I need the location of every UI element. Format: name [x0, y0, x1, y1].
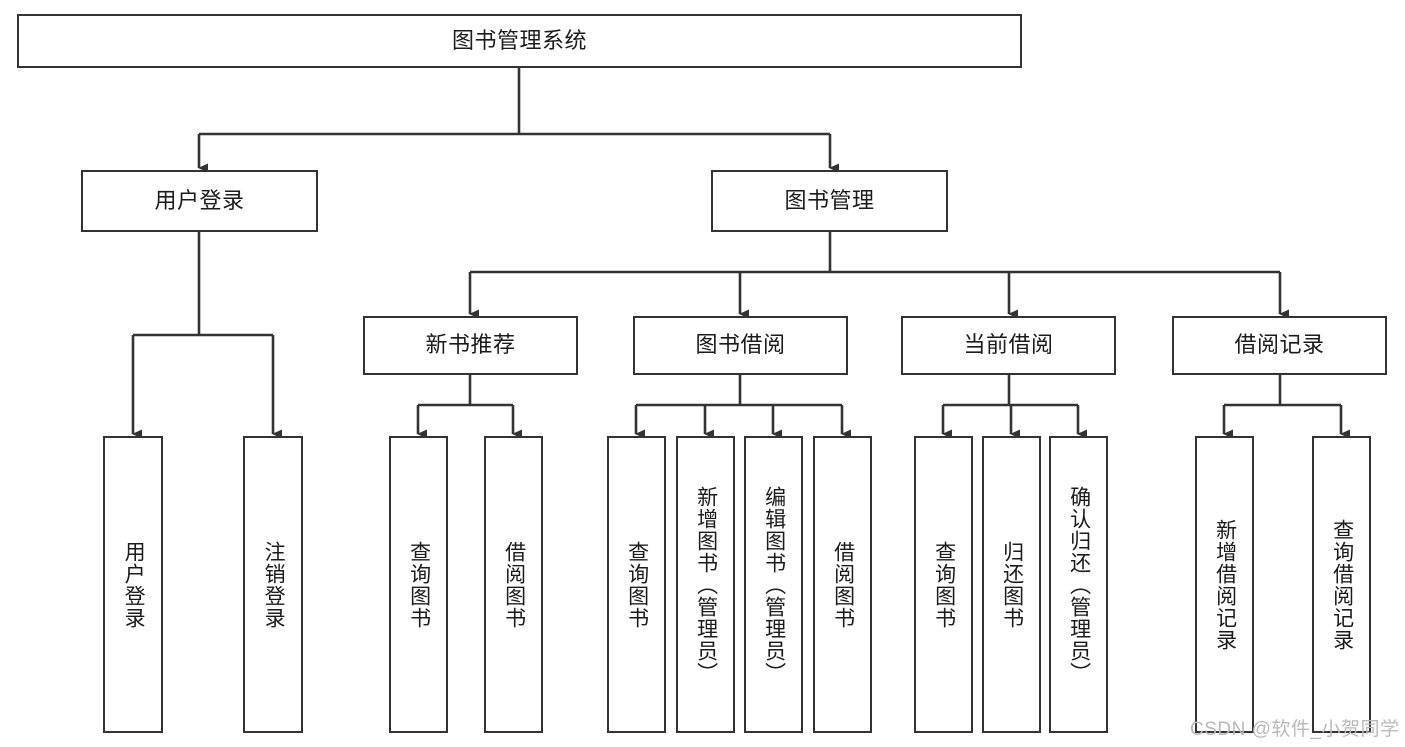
node-leaf-add-record[interactable]: 新增借阅记录 [1195, 436, 1254, 733]
node-leaf-add-book[interactable]: 新增图书（管理员） [676, 436, 735, 733]
node-leaf-logout[interactable]: 注销登录 [243, 436, 303, 733]
node-leaf-query-book-1-label: 查询图书 [407, 540, 431, 629]
node-book-borrow-label: 图书借阅 [695, 332, 786, 358]
node-user-login-label: 用户登录 [154, 187, 245, 213]
node-current-borrow[interactable]: 当前借阅 [901, 316, 1116, 375]
node-leaf-logout-label: 注销登录 [262, 540, 286, 629]
node-root[interactable]: 图书管理系统 [17, 14, 1022, 68]
node-book-manage-label: 图书管理 [784, 187, 875, 213]
node-leaf-query-book-3-label: 查询图书 [932, 540, 956, 629]
node-leaf-confirm-return-label: 确认归还（管理员） [1067, 485, 1091, 684]
node-leaf-query-record[interactable]: 查询借阅记录 [1312, 436, 1371, 733]
node-leaf-edit-book-label: 编辑图书（管理员） [762, 485, 786, 684]
node-leaf-query-book-2[interactable]: 查询图书 [607, 436, 666, 733]
node-book-manage[interactable]: 图书管理 [711, 170, 948, 232]
node-user-login[interactable]: 用户登录 [81, 170, 318, 232]
node-leaf-query-book-2-label: 查询图书 [625, 540, 649, 629]
node-leaf-borrow-book-2[interactable]: 借阅图书 [813, 436, 872, 733]
node-leaf-query-book-1[interactable]: 查询图书 [389, 436, 448, 733]
node-leaf-borrow-book-1-label: 借阅图书 [502, 540, 526, 629]
node-root-label: 图书管理系统 [451, 27, 587, 53]
node-leaf-confirm-return[interactable]: 确认归还（管理员） [1049, 436, 1108, 733]
node-leaf-query-record-label: 查询借阅记录 [1330, 518, 1354, 651]
node-current-borrow-label: 当前借阅 [963, 332, 1054, 358]
node-leaf-add-record-label: 新增借阅记录 [1213, 518, 1237, 651]
node-leaf-user-login-label: 用户登录 [122, 540, 146, 629]
node-leaf-return-book-label: 归还图书 [1000, 540, 1024, 629]
node-borrow-record[interactable]: 借阅记录 [1172, 316, 1387, 375]
node-leaf-borrow-book-2-label: 借阅图书 [831, 540, 855, 629]
node-borrow-record-label: 借阅记录 [1234, 332, 1325, 358]
node-leaf-query-book-3[interactable]: 查询图书 [914, 436, 973, 733]
csdn-watermark: CSDN @软件_小贺同学 [1190, 719, 1400, 740]
node-leaf-user-login[interactable]: 用户登录 [103, 436, 163, 733]
node-leaf-borrow-book-1[interactable]: 借阅图书 [484, 436, 543, 733]
node-leaf-add-book-label: 新增图书（管理员） [694, 485, 718, 684]
node-new-book-recommend[interactable]: 新书推荐 [363, 316, 578, 375]
node-book-borrow[interactable]: 图书借阅 [633, 316, 848, 375]
node-new-book-recommend-label: 新书推荐 [425, 332, 516, 358]
node-leaf-return-book[interactable]: 归还图书 [982, 436, 1041, 733]
node-leaf-edit-book[interactable]: 编辑图书（管理员） [744, 436, 803, 733]
